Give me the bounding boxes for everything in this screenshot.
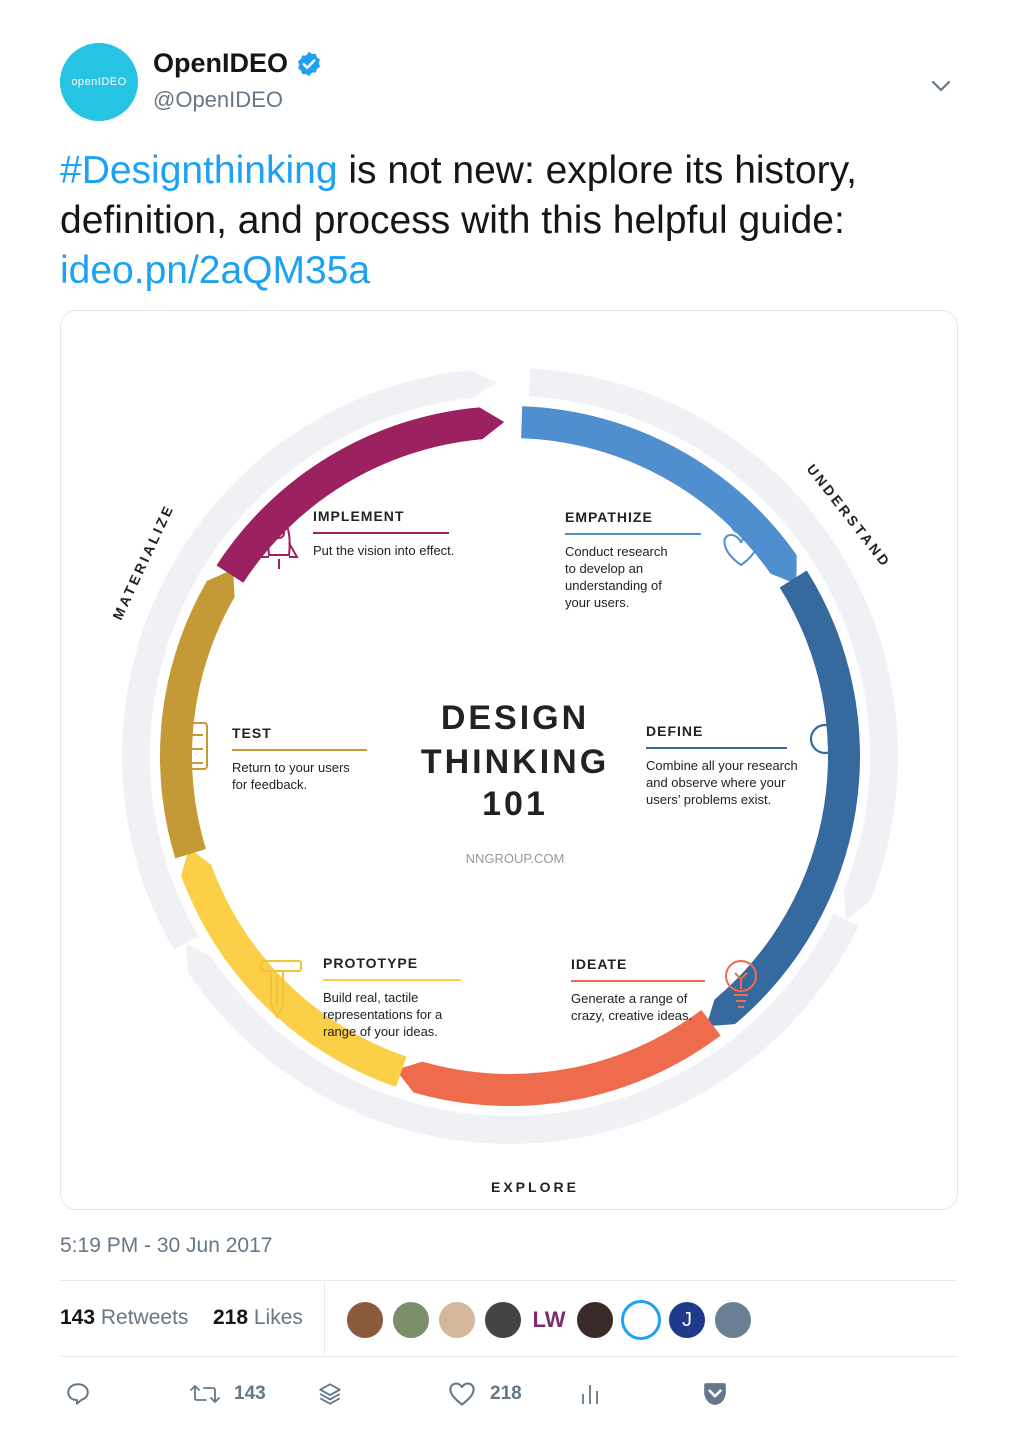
stage-ideate-title: IDEATE bbox=[571, 956, 627, 972]
stats-separator bbox=[324, 1282, 325, 1357]
liker-avatar[interactable] bbox=[483, 1300, 523, 1340]
retweets-count: 143 bbox=[60, 1306, 96, 1329]
ring-segment-prototype bbox=[181, 848, 407, 1087]
ring-segment-ideate bbox=[395, 1009, 721, 1106]
stage-implement-text: Put the vision into effect. bbox=[313, 543, 454, 558]
likes-stat[interactable]: 218 Likes bbox=[213, 1306, 303, 1330]
stage-empathize-title: EMPATHIZE bbox=[565, 509, 653, 525]
liker-avatar[interactable] bbox=[437, 1300, 477, 1340]
rocket-icon bbox=[259, 509, 299, 569]
lightbulb-icon bbox=[725, 960, 757, 1008]
liker-avatar[interactable] bbox=[575, 1300, 615, 1340]
retweets-label: Retweets bbox=[95, 1306, 189, 1329]
stage-define-title: DEFINE bbox=[646, 723, 703, 739]
retweet-button[interactable]: 143 bbox=[190, 1372, 266, 1416]
add-to-moment-button[interactable] bbox=[317, 1372, 343, 1416]
tweet-timestamp[interactable]: 5:19 PM - 30 Jun 2017 bbox=[60, 1234, 273, 1257]
liker-avatar[interactable]: LW bbox=[529, 1300, 569, 1340]
tweet-actions: 143 218 bbox=[60, 1372, 957, 1416]
stage-implement-title: IMPLEMENT bbox=[313, 508, 404, 524]
pocket-button[interactable] bbox=[702, 1372, 728, 1416]
liker-avatar[interactable] bbox=[391, 1300, 431, 1340]
liker-avatar[interactable] bbox=[621, 1300, 661, 1340]
tweet-stats: 143 Retweets 218 Likes LW J bbox=[60, 1282, 957, 1357]
analytics-icon bbox=[582, 1385, 598, 1404]
url-link[interactable]: ideo.pn/2aQM35a bbox=[60, 249, 371, 292]
tweet-body-text: is not new: explore its history, definit… bbox=[60, 149, 858, 242]
liker-avatar[interactable] bbox=[345, 1300, 385, 1340]
outer-track-understand bbox=[528, 368, 898, 920]
stage-ideate-text: Generate a range of crazy, creative idea… bbox=[571, 991, 692, 1023]
reply-icon bbox=[67, 1383, 89, 1405]
author-names: OpenIDEO @OpenIDEO bbox=[153, 48, 323, 113]
analytics-button[interactable] bbox=[580, 1372, 600, 1416]
liker-avatar[interactable]: J bbox=[667, 1300, 707, 1340]
label-explore: EXPLORE bbox=[491, 1179, 579, 1195]
divider-top bbox=[60, 1280, 957, 1281]
divider-bottom bbox=[60, 1356, 957, 1357]
display-name-text: OpenIDEO bbox=[153, 48, 289, 78]
verified-badge-icon bbox=[298, 51, 320, 76]
layers-icon bbox=[319, 1383, 341, 1405]
stage-empathize-text: Conduct research to develop an understan… bbox=[565, 544, 671, 610]
ring-segment-test bbox=[160, 569, 235, 859]
stage-prototype-text: Build real, tactile representations for … bbox=[323, 990, 446, 1039]
liker-avatar[interactable] bbox=[713, 1300, 753, 1340]
diagram-source: NNGROUP.COM bbox=[466, 851, 565, 866]
retweets-stat[interactable]: 143 Retweets bbox=[60, 1306, 188, 1330]
hammer-pencil-icon bbox=[260, 960, 302, 1020]
author-display-name[interactable]: OpenIDEO bbox=[153, 48, 323, 79]
ring-segment-empathize bbox=[521, 406, 797, 584]
author-avatar[interactable]: openIDEO bbox=[60, 43, 138, 121]
stage-define-text: Combine all your research and observe wh… bbox=[646, 758, 801, 807]
design-thinking-diagram: UNDERSTAND EXPLORE MATERIALIZE DESIGN TH… bbox=[109, 368, 898, 1195]
outer-track-explore bbox=[186, 913, 859, 1144]
author-handle[interactable]: @OpenIDEO bbox=[153, 87, 283, 112]
ring-segment-define bbox=[706, 570, 860, 1027]
stage-test-text: Return to your users for feedback. bbox=[232, 760, 353, 792]
diagram-title-line3: 101 bbox=[482, 785, 548, 823]
checklist-icon bbox=[170, 722, 208, 770]
stage-prototype-title: PROTOTYPE bbox=[323, 955, 418, 971]
avatar-logo-text: openIDEO bbox=[71, 76, 127, 88]
tweet-media-image[interactable]: UNDERSTAND EXPLORE MATERIALIZE DESIGN TH… bbox=[60, 310, 958, 1210]
hashtag-link[interactable]: #Designthinking bbox=[60, 149, 338, 192]
outer-track-materialize bbox=[121, 370, 497, 950]
likes-count: 218 bbox=[213, 1306, 249, 1329]
diagram-title-line2: THINKING bbox=[421, 743, 609, 781]
diagram-title-line1: DESIGN bbox=[441, 699, 589, 737]
tweet-text: #Designthinking is not new: explore its … bbox=[60, 146, 940, 296]
reply-button[interactable] bbox=[65, 1372, 91, 1416]
person-heart-icon bbox=[723, 512, 759, 567]
likes-label: Likes bbox=[248, 1306, 303, 1329]
retweet-count: 143 bbox=[234, 1383, 266, 1404]
stage-test-title: TEST bbox=[232, 725, 272, 741]
tweet-header: openIDEO OpenIDEO @OpenIDEO bbox=[60, 43, 960, 123]
like-button[interactable]: 218 bbox=[448, 1372, 522, 1416]
pocket-icon bbox=[704, 1383, 726, 1405]
retweet-icon bbox=[190, 1385, 220, 1403]
chevron-down-icon[interactable] bbox=[930, 75, 952, 97]
like-count: 218 bbox=[490, 1383, 522, 1404]
magnifier-icon bbox=[809, 723, 850, 772]
cycle-ring bbox=[121, 368, 898, 1144]
heart-icon bbox=[449, 1382, 475, 1406]
ring-segment-implement bbox=[216, 407, 505, 583]
